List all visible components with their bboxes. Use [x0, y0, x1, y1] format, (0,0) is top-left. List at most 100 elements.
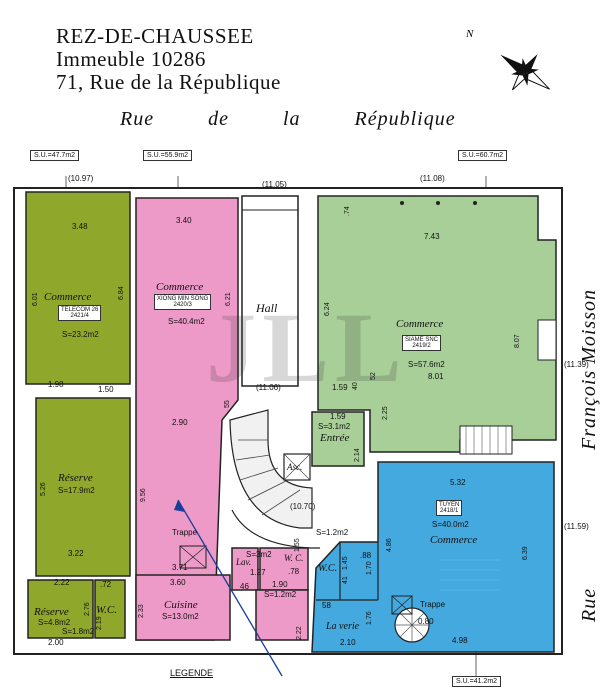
area-label: S=4.8m2: [38, 618, 71, 627]
dimension-label: 1.98: [48, 380, 64, 389]
dimension-label: 5.32: [450, 478, 466, 487]
dimension-label: 1.55: [294, 538, 301, 552]
tenant-tag: TELECOM 26 2421/4: [58, 305, 102, 321]
elevation-label: (11.05): [262, 180, 287, 189]
dimension-label: 1.45: [342, 556, 349, 570]
dimension-label: 1.59: [332, 383, 348, 392]
room-label: La verie: [326, 621, 360, 632]
dimension-label: 6.84: [118, 286, 125, 300]
dimension-label: 2.22: [54, 578, 70, 587]
dimension-label: 1.90: [272, 580, 288, 589]
room-commerce-green: [25, 191, 131, 385]
dimension-label: 2.10: [340, 638, 356, 647]
surface-box-sage: S.U.=60.7m2: [458, 150, 508, 161]
dimension-label: 2.90: [172, 418, 188, 427]
room-label: Commerce: [430, 534, 478, 546]
area-label: S=3m2: [246, 550, 272, 559]
elevator-label: Asc.: [287, 462, 303, 472]
area-label: S=17.9m2: [58, 486, 95, 495]
area-label: S=3.1m2: [318, 422, 351, 431]
dimension-label: 1.27: [250, 568, 266, 577]
dimension-label: 52: [370, 372, 377, 380]
dimension-label: 6.39: [522, 546, 529, 560]
dimension-label: .74: [344, 206, 351, 216]
dimension-label: 6.24: [324, 302, 331, 316]
room-label: Commerce: [156, 281, 204, 293]
dimension-label: 3.40: [176, 216, 192, 225]
dimension-label: 1.59: [330, 412, 346, 421]
dimension-label: 9.56: [140, 488, 147, 502]
elevation-label: (11.08): [420, 174, 445, 183]
dimension-label: 41: [342, 576, 349, 584]
dimension-label: 7.43: [424, 232, 440, 241]
dimension-label: 4.86: [386, 538, 393, 552]
surface-box-blue: S.U.=41.2m2: [452, 676, 502, 687]
compass-north-label: N: [466, 28, 474, 40]
dimension-label: .78: [288, 567, 300, 576]
area-label: S=1.2m2: [264, 590, 297, 599]
building-id: Immeuble 10286: [56, 47, 206, 71]
dimension-label: 4.98: [452, 636, 468, 645]
dimension-label: 2.76: [84, 602, 91, 616]
dimension-label: 5.26: [40, 482, 47, 496]
area-label: S=1.2m2: [316, 528, 349, 537]
elevation-label: (11.59): [564, 522, 589, 531]
room-label: Lav.: [236, 557, 252, 567]
area-label: S=23.2m2: [62, 330, 99, 339]
area-label: S=40.4m2: [168, 317, 205, 326]
room-hall: [241, 195, 299, 387]
room-label: Cuisine: [164, 599, 198, 611]
dimension-label: 58: [322, 601, 331, 610]
room-label: W. C.: [284, 553, 304, 563]
dimension-label: .72: [100, 580, 112, 589]
dimension-label: 2.19: [96, 616, 103, 630]
dimension-label: .88: [360, 551, 372, 560]
dimension-label: 40: [352, 382, 359, 390]
room-label: Commerce: [44, 291, 92, 303]
dimension-label: 46: [240, 582, 249, 591]
elevation-label: (11.39): [564, 360, 589, 369]
room-commerce-blue: [311, 461, 555, 653]
room-label: W.C.: [96, 604, 117, 616]
room-label: W.C.: [318, 563, 338, 574]
dimension-label: 8.07: [514, 334, 521, 348]
surface-box-green: S.U.=47.7m2: [30, 150, 80, 161]
room-label: Entrée: [320, 432, 350, 444]
dimension-label: 8.01: [428, 372, 444, 381]
room-reserve-small: [27, 579, 94, 639]
dimension-label: 3.22: [68, 549, 84, 558]
room-label: Commerce: [396, 318, 444, 330]
dimension-label: 6.01: [32, 292, 39, 306]
room-wc-pink: [259, 547, 309, 591]
room-lav: [231, 547, 259, 591]
dimension-label: 6.21: [225, 292, 232, 306]
room-label: Hall: [256, 301, 278, 315]
dimension-label: 55: [224, 400, 231, 408]
street-top-label: Rue de la République: [120, 108, 456, 130]
legend-title: LEGENDE: [170, 668, 214, 678]
dimension-label: 1.76: [366, 611, 373, 625]
room-wc-pink-lower: [255, 589, 309, 641]
building-address: 71, Rue de la République: [56, 70, 281, 94]
elevation-label: (10.70): [290, 502, 316, 511]
room-label: Réserve: [34, 606, 69, 618]
tenant-tag: TUYEN 2418/1: [436, 500, 463, 516]
room-entree: [311, 411, 365, 467]
room-label: Réserve: [58, 472, 93, 484]
area-label: S=13.0m2: [162, 612, 199, 621]
area-label: S=40.0m2: [432, 520, 469, 529]
floor-title: REZ-DE-CHAUSSEE: [56, 24, 254, 48]
dimension-label: 1.70: [366, 561, 373, 575]
trappe-label: Trappe: [172, 528, 198, 537]
dimension-label: 2.22: [296, 626, 303, 640]
dimension-label: 0.80: [418, 617, 434, 626]
area-label: S=57.6m2: [408, 360, 445, 369]
surface-box-pink: S.U.=55.9m2: [143, 150, 193, 161]
tenant-tag: SIAME SNC 2419/2: [402, 335, 442, 351]
room-reserve-green: [35, 397, 131, 577]
dimension-label: 3.71: [172, 563, 188, 572]
dimension-label: 2.33: [138, 604, 145, 618]
elevation-label: (11.06): [256, 383, 281, 392]
